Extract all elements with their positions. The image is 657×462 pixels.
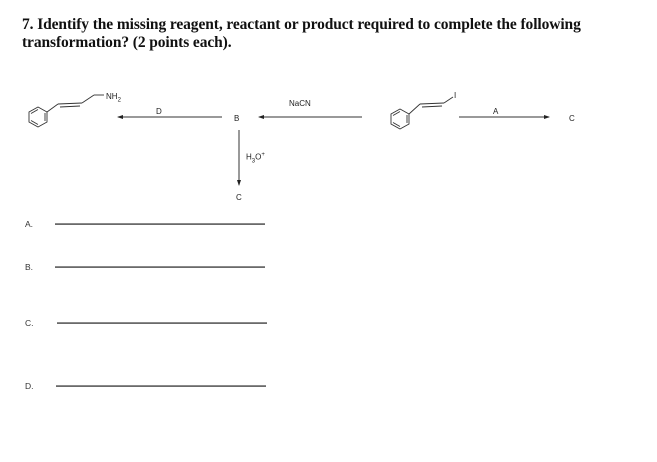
answer-label-d: D.: [25, 381, 34, 391]
question-line-1: 7. Identify the missing reagent, reactan…: [22, 16, 581, 33]
answer-label-b: B.: [25, 262, 34, 272]
cinnamylamine-structure: [28, 94, 104, 128]
answer-label-a: A.: [25, 219, 34, 229]
product-c-right-label: C: [569, 114, 575, 123]
arrow-a-label: A: [493, 107, 499, 116]
answer-line-b[interactable]: [55, 266, 265, 268]
answer-line-a[interactable]: [55, 223, 265, 225]
question-line-2: transformation? (2 points each).: [22, 34, 232, 51]
arrow-nacn-label: NaCN: [289, 99, 311, 108]
answer-label-c: C.: [25, 318, 34, 328]
product-c-bottom-label: C: [236, 193, 242, 202]
iodine-label: I: [454, 91, 457, 100]
cinnamyl-iodide-structure: [390, 96, 454, 130]
answer-line-c[interactable]: [57, 322, 267, 324]
question-text: 7. Identify the missing reagent, reactan…: [22, 16, 642, 52]
answer-line-d[interactable]: [56, 385, 266, 387]
arrow-h3o-label: H3O+: [246, 152, 265, 165]
intermediate-b-label: B: [234, 114, 240, 123]
nh2-label: NH2: [106, 92, 121, 104]
arrow-d-label: D: [156, 107, 162, 116]
